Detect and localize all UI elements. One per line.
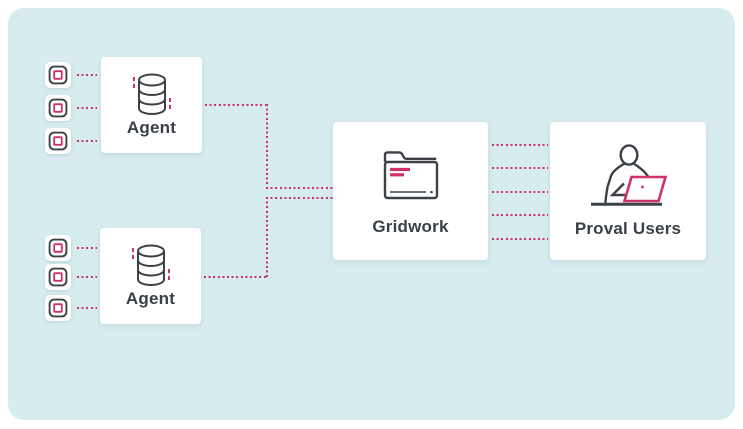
connector-agent-top-h1: [205, 104, 267, 106]
folder-icon: [383, 151, 438, 200]
connector-gridwork-proval: [492, 191, 548, 193]
database-icon: [131, 244, 170, 286]
device-chip: [45, 128, 71, 154]
connector-gridwork-proval: [492, 238, 548, 240]
node-label: Agent: [125, 289, 176, 308]
connector-agent-top-h2: [266, 187, 333, 189]
connector-gridwork-proval: [492, 214, 548, 216]
node-label: Agent: [126, 118, 177, 137]
device-chip: [45, 62, 71, 88]
connector-device-to-agent: [77, 307, 97, 309]
connector-gridwork-proval: [492, 167, 548, 169]
connector-device-to-agent: [77, 140, 97, 142]
device-chip: [45, 235, 71, 261]
connector-device-to-agent: [77, 107, 97, 109]
node-proval-users: Proval Users: [550, 122, 706, 260]
connector-agent-bottom-v: [266, 197, 268, 278]
connector-agent-bottom-h1: [204, 276, 266, 278]
node-gridwork: Gridwork: [333, 122, 488, 260]
connector-gridwork-proval: [492, 144, 548, 146]
node-label: Proval Users: [574, 219, 682, 238]
user-laptop-icon: [591, 144, 668, 206]
database-icon: [132, 73, 171, 115]
connector-agent-top-v: [266, 104, 268, 188]
device-chip: [45, 95, 71, 121]
node-agent-top: Agent: [101, 57, 202, 153]
node-label: Gridwork: [372, 217, 449, 236]
chip-icon: [48, 238, 68, 258]
chip-icon: [48, 298, 68, 318]
chip-icon: [48, 267, 68, 287]
device-chip: [45, 295, 71, 321]
node-agent-bottom: Agent: [100, 228, 201, 324]
device-chip: [45, 264, 71, 290]
chip-icon: [48, 98, 68, 118]
chip-icon: [48, 131, 68, 151]
chip-icon: [48, 65, 68, 85]
connector-device-to-agent: [77, 74, 97, 76]
connector-agent-bottom-h2: [266, 197, 333, 199]
connector-device-to-agent: [77, 276, 97, 278]
connector-device-to-agent: [77, 247, 97, 249]
